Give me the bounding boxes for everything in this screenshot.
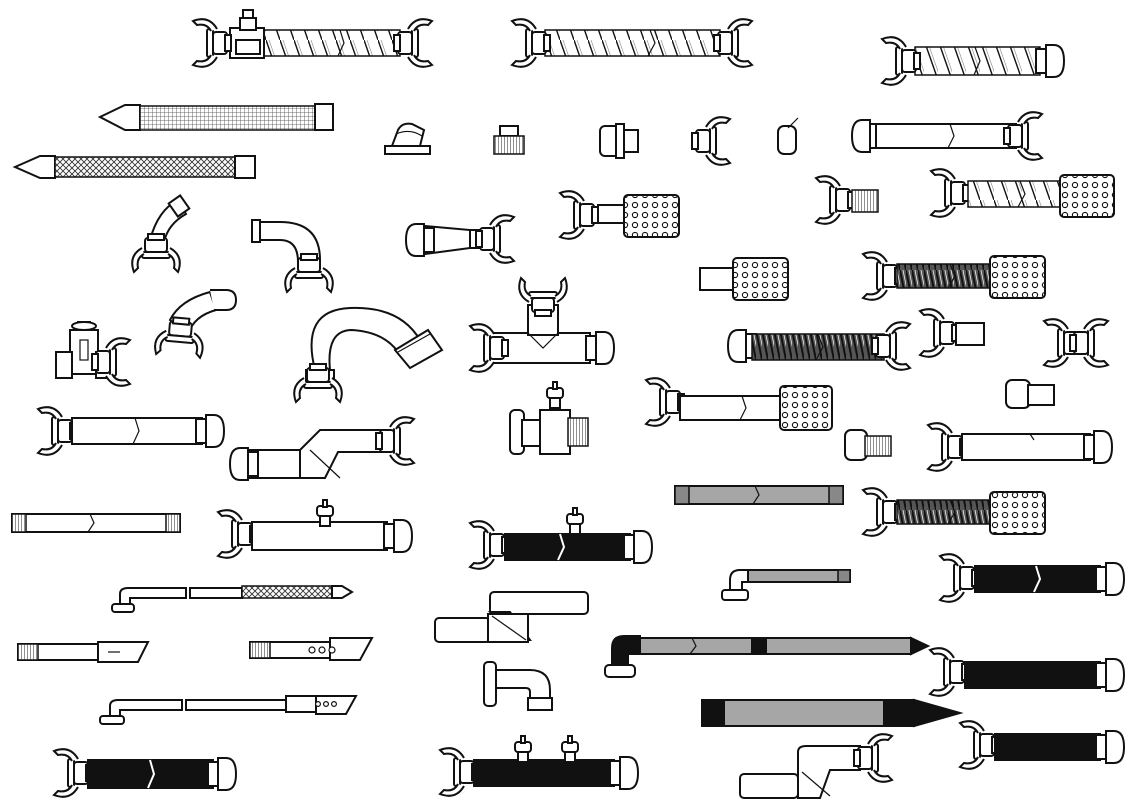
claw-adapter: [920, 309, 985, 357]
claw-double: [1044, 318, 1109, 368]
dark-spiral-strainer-2: [863, 488, 1046, 536]
hose-assembly-ball-valve: [193, 9, 433, 68]
grey-pipe-threaded: [674, 485, 844, 505]
threaded-plug: [493, 125, 525, 155]
sleeved-hose-nozzle: [97, 103, 334, 131]
braided-hose-nozzle: [12, 155, 256, 179]
suction-hose-claw: [406, 214, 515, 264]
coupling-double: [599, 123, 639, 159]
threaded-coupling: [844, 429, 892, 461]
elbow-claw-curve: [153, 289, 238, 359]
hose-assembly-claw: [512, 18, 753, 68]
elbow-claw-bend: [251, 219, 334, 293]
clamp-fitting: [384, 122, 431, 155]
spiral-hose-strainer: [931, 169, 1115, 218]
elbow-claw-small: [131, 194, 191, 273]
hose-valve-claw: [218, 499, 413, 558]
hose-claw-white: [852, 111, 1043, 161]
grey-elbow-pipe: [721, 569, 851, 601]
long-hose-claw: [928, 423, 1113, 471]
elbow-fitting: [483, 661, 553, 711]
flat-nozzle-pipe: [17, 641, 150, 663]
offset-connector: [434, 591, 589, 643]
black-hose-claw-2: [930, 648, 1125, 696]
dust-cap: [777, 117, 799, 155]
hose-claw-tail: [882, 37, 1065, 85]
white-hose-claw: [38, 407, 225, 455]
black-hose-valve-claw: [470, 507, 653, 569]
perforated-lance: [99, 695, 358, 725]
black-hose-claw: [940, 554, 1125, 602]
threaded-pipe: [11, 513, 181, 533]
claw-coupling-small: [691, 116, 731, 166]
grey-lance-long: [604, 635, 931, 678]
gate-valve: [55, 321, 131, 387]
dark-spiral-hose: [728, 321, 911, 371]
strainer-claw: [560, 191, 680, 239]
claw-threaded: [816, 176, 879, 224]
black-hose-claw-3: [960, 721, 1125, 769]
perforated-nozzle-pipe: [249, 637, 374, 661]
black-hose-double-valve: [440, 735, 639, 796]
grey-lance-thick: [701, 698, 964, 728]
cap-coupling: [1005, 379, 1055, 409]
large-bend-claw: [293, 306, 444, 403]
offset-hose-bottom: [739, 733, 893, 799]
ball-valve-coupling: [509, 381, 589, 455]
offset-hose-claw: [230, 416, 415, 480]
tee-piece-claw: [470, 277, 615, 372]
strainer-pipe: [699, 257, 789, 301]
white-hose-strainer: [646, 378, 833, 431]
dark-spiral-strainer: [863, 252, 1046, 300]
braided-lance-pipe: [111, 585, 354, 613]
black-hose-claw-bottom: [54, 749, 237, 797]
